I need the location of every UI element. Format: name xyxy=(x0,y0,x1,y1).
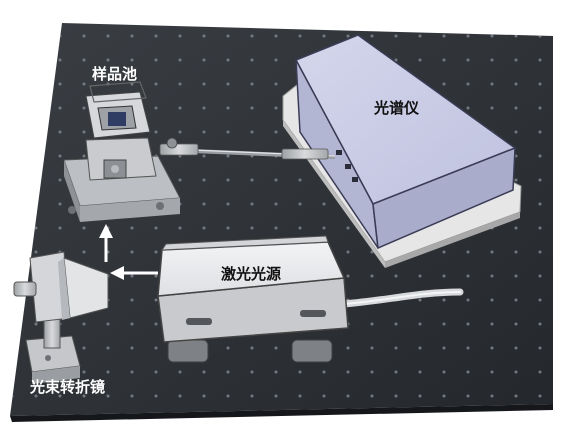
beam-turning-mirror xyxy=(13,251,109,384)
laser-source-label: 激光光源 xyxy=(221,265,282,283)
arrow-mirror-to-sample xyxy=(99,224,113,262)
spectrometer-label: 光谱仪 xyxy=(374,99,420,117)
sample-cell-label: 样品池 xyxy=(92,65,138,83)
spectrometer xyxy=(282,34,522,268)
laser-source xyxy=(157,235,464,363)
sample-cell-assembly xyxy=(63,81,181,222)
beam-path-arrows xyxy=(99,224,158,280)
arrow-laser-to-mirror xyxy=(110,266,158,280)
beam-mirror-label: 光束转折镜 xyxy=(30,378,106,396)
